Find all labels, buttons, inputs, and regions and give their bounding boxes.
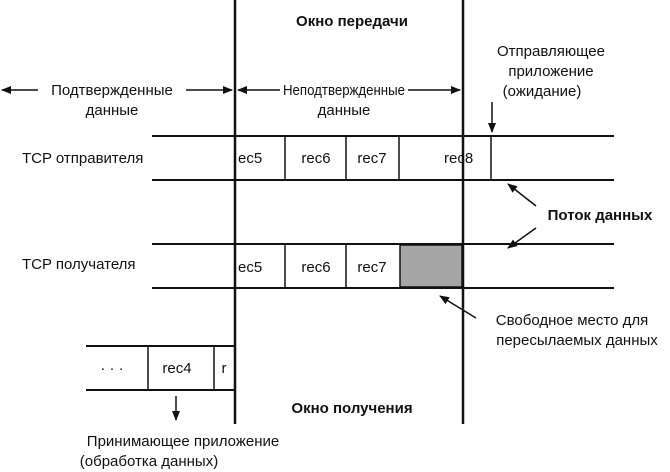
app-cell-label: · · · <box>100 360 123 377</box>
acknowledged-label-line1: Подтвержденные <box>51 82 173 99</box>
data-flow-arrow-up <box>507 183 537 207</box>
sender-tcp-label: TCP отправителя <box>22 150 143 167</box>
receive-window-title: Окно получения <box>291 400 412 417</box>
receiver-cell-label: rec6 <box>301 259 330 276</box>
app-cell-label: rec4 <box>162 360 191 377</box>
free-space-line1: Свободное место для <box>496 312 648 329</box>
receiver-cell-label: rec7 <box>357 259 386 276</box>
unacknowledged-label-line2: данные <box>318 102 371 119</box>
free-space-line2: пересылаемых данных <box>496 332 658 349</box>
sender-cell-label: rec6 <box>301 150 330 167</box>
receiver-cell-label: ec5 <box>238 259 262 276</box>
free-space-arrow <box>439 295 477 319</box>
sender-cell-label: rec7 <box>357 150 386 167</box>
free-space-cell <box>399 244 463 288</box>
receiver-tcp-label: TCP получателя <box>22 256 136 273</box>
acknowledged-label-line2: данные <box>86 102 139 119</box>
unacknowledged-label-line1: Неподтвержденные <box>283 82 405 99</box>
sending-app-line1: Отправляющее <box>497 43 605 60</box>
sending-app-line2: приложение <box>508 63 593 80</box>
app-cell-label: r <box>222 360 227 377</box>
sender-cell-label: rec8 <box>444 150 473 167</box>
sending-app-line3: (ожидание) <box>503 83 582 100</box>
data-flow-label: Поток данных <box>548 207 653 224</box>
receiving-app-line1: Принимающее приложение <box>87 433 279 450</box>
send-window-title: Окно передачи <box>296 13 408 30</box>
receiving-app-line2: (обработка данных) <box>80 453 218 470</box>
sender-cell-label: ec5 <box>238 150 262 167</box>
